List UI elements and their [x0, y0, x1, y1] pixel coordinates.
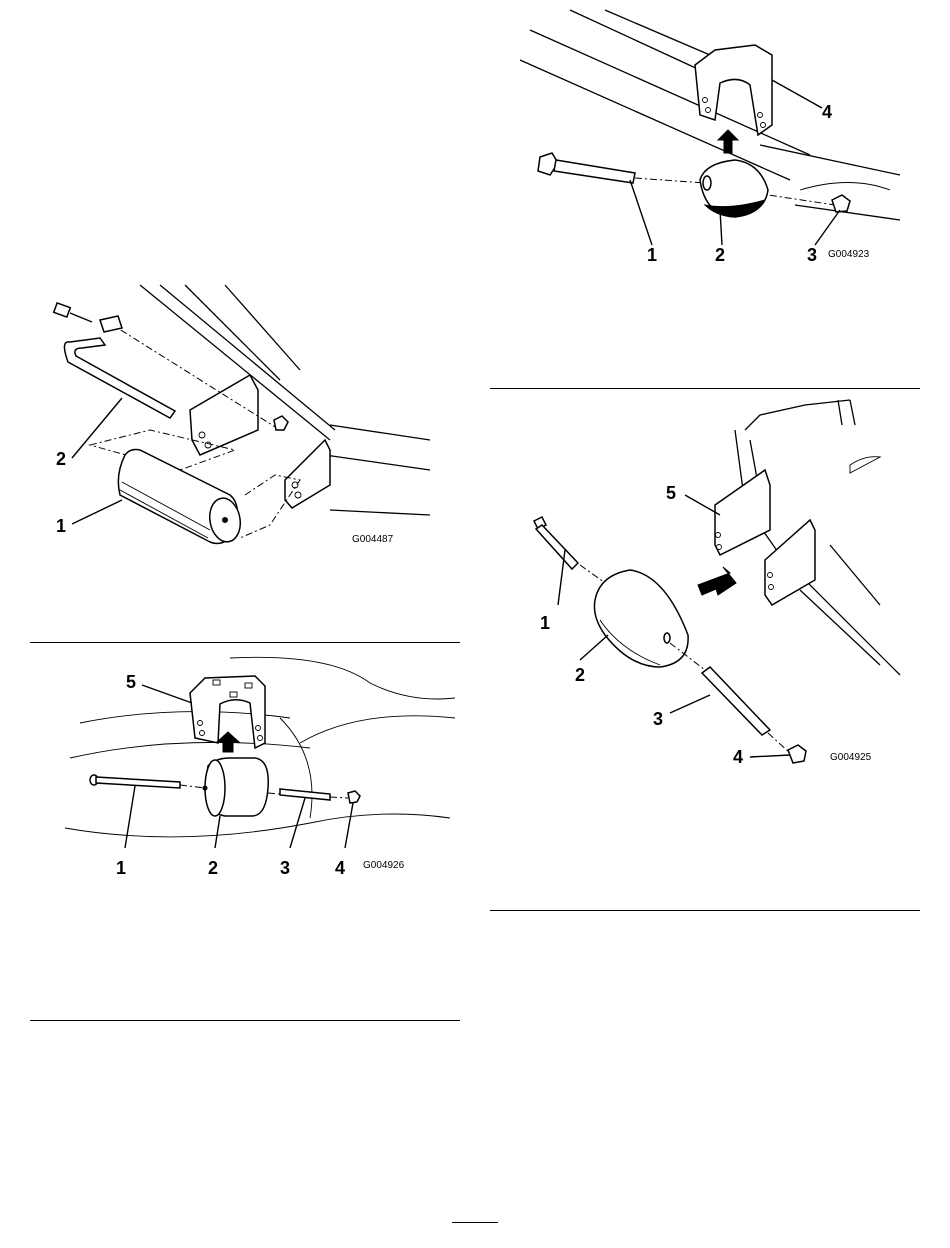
- bolt-icon: [534, 517, 578, 569]
- callout-4: 4: [335, 858, 345, 878]
- figure-roller-scraper: 2 1 G004487: [30, 280, 450, 570]
- nut-icon: [788, 745, 806, 763]
- nut-icon: [348, 791, 360, 803]
- callout-5: 5: [666, 483, 676, 503]
- arrow-right-icon: [698, 567, 736, 595]
- callout-2: 2: [575, 665, 585, 685]
- section-divider: [30, 1020, 460, 1021]
- figure-code: G004925: [830, 752, 872, 763]
- callout-3: 3: [807, 245, 817, 265]
- callout-1: 1: [56, 516, 66, 536]
- section-divider: [30, 642, 460, 643]
- callout-3: 3: [653, 709, 663, 729]
- roller-icon: [594, 570, 688, 667]
- bolt-icon: [538, 153, 635, 183]
- callout-1: 1: [540, 613, 550, 633]
- figure-code: G004926: [363, 860, 405, 871]
- section-divider: [490, 388, 920, 389]
- figure-roller-side-bracket: 1 2 3 4 5 G004925: [520, 395, 920, 775]
- nut-icon: [274, 416, 288, 430]
- callout-1: 1: [116, 858, 126, 878]
- figure-roller-spacer: 5 1 2 3 4 G004926: [30, 648, 460, 880]
- figure-roller-u-bracket: 1 2 3 4 G004923: [510, 5, 920, 270]
- callout-2: 2: [715, 245, 725, 265]
- bolt-icon: [54, 303, 92, 322]
- callout-4: 4: [733, 747, 743, 767]
- callout-1: 1: [647, 245, 657, 265]
- figure-code: G004487: [352, 534, 394, 545]
- callout-2: 2: [208, 858, 218, 878]
- roller-icon: [118, 450, 243, 545]
- callout-5: 5: [126, 672, 136, 692]
- scraper-bar-icon: [64, 316, 175, 418]
- spacer-icon: [702, 667, 770, 735]
- arrow-up-icon: [217, 732, 239, 752]
- roller-icon: [203, 758, 268, 816]
- callout-3: 3: [280, 858, 290, 878]
- callout-2: 2: [56, 449, 66, 469]
- section-divider: [490, 910, 920, 911]
- page-number-rule: [452, 1222, 498, 1223]
- figure-code: G004923: [828, 249, 870, 260]
- roller-icon: [700, 160, 768, 217]
- nut-icon: [832, 195, 850, 212]
- callout-4: 4: [822, 102, 832, 122]
